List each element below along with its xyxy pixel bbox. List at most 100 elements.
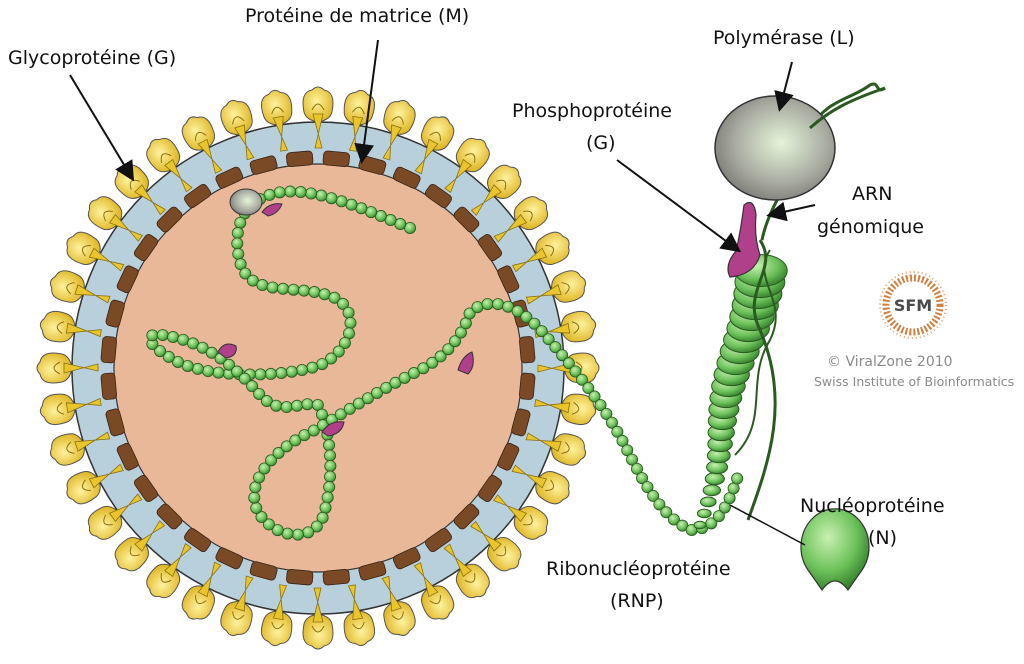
nucleoprotein-bead bbox=[146, 329, 159, 342]
nucleoprotein-bead bbox=[371, 387, 384, 400]
matrix-protein bbox=[133, 474, 158, 502]
nucleoprotein-bead bbox=[234, 216, 247, 229]
nucleoprotein-bead bbox=[297, 284, 310, 297]
nucleoprotein-bead bbox=[481, 298, 494, 311]
matrix-protein bbox=[286, 150, 314, 167]
nucleoprotein-bead bbox=[256, 279, 269, 292]
nucleoprotein-bead bbox=[328, 291, 341, 304]
matrix-protein bbox=[392, 166, 421, 189]
matrix-protein bbox=[116, 265, 139, 294]
glycoprotein-stalk bbox=[493, 214, 528, 243]
nucleoprotein-bead bbox=[310, 520, 323, 533]
matrix-protein bbox=[453, 503, 480, 530]
matrix-protein bbox=[519, 372, 536, 400]
nucleoprotein-bead bbox=[280, 440, 293, 453]
nucleoprotein-bead bbox=[616, 434, 629, 447]
glycoprotein-stalk bbox=[88, 247, 125, 272]
glycoprotein-stalk bbox=[63, 362, 99, 374]
inner-phosphoproteins bbox=[217, 203, 474, 437]
glycoprotein-stalk bbox=[534, 398, 571, 414]
label-rna-genomic: génomique bbox=[817, 216, 924, 238]
nucleoprotein-bead bbox=[594, 399, 607, 412]
matrix-protein bbox=[249, 561, 278, 581]
nucleoprotein-bead bbox=[264, 367, 277, 380]
glycoprotein-stalk bbox=[234, 124, 255, 161]
glycoprotein-stalk bbox=[382, 124, 402, 161]
helix-nucleoprotein bbox=[693, 520, 707, 530]
matrix-protein bbox=[322, 150, 350, 167]
nucleoprotein-bead bbox=[562, 357, 575, 370]
glycoprotein-stalk bbox=[312, 113, 324, 149]
helix-nucleoprotein bbox=[704, 472, 725, 486]
glycoprotein-stalk bbox=[272, 584, 288, 621]
glycoprotein-stalk bbox=[74, 284, 111, 304]
nucleoprotein-bead bbox=[296, 363, 309, 376]
nucleoprotein-bead bbox=[549, 341, 562, 354]
label-phosphoprotein: Phosphoprotéine bbox=[512, 100, 672, 122]
nucleoprotein-bead bbox=[156, 329, 169, 342]
nucleoprotein-bead bbox=[272, 447, 285, 460]
glycoprotein-stalk bbox=[134, 184, 166, 216]
nucleoprotein-bead bbox=[342, 306, 355, 319]
nucleoprotein-bead bbox=[621, 444, 634, 457]
nucleoprotein-bead bbox=[239, 267, 252, 280]
nucleoprotein-bead bbox=[254, 368, 267, 381]
nucleoprotein-bead bbox=[344, 316, 357, 329]
matrix-protein bbox=[184, 528, 212, 553]
nucleoprotein-bead bbox=[325, 352, 338, 365]
nucleoprotein-bead bbox=[324, 470, 337, 483]
nucleoprotein-bead bbox=[262, 518, 275, 531]
nucleoprotein-bead bbox=[630, 462, 643, 475]
nucleoprotein-bead bbox=[731, 472, 744, 485]
nucleoprotein-bead bbox=[238, 372, 251, 385]
nucleoprotein-bead bbox=[636, 472, 649, 485]
label-rna: ARN bbox=[852, 183, 892, 205]
matrix-protein bbox=[497, 442, 520, 471]
matrix-protein bbox=[249, 155, 278, 175]
nucleoprotein-bead bbox=[343, 402, 356, 415]
nucleoprotein-bead bbox=[171, 355, 184, 368]
glycoprotein-stalk bbox=[470, 520, 502, 552]
matrix-protein bbox=[478, 474, 503, 502]
nucleoprotein-bead bbox=[352, 397, 365, 410]
nucleoprotein-bead bbox=[345, 198, 358, 211]
matrix-protein bbox=[105, 299, 125, 328]
nucleoprotein-bead bbox=[289, 434, 302, 447]
matrix-protein bbox=[215, 166, 244, 189]
glycoprotein-stalk bbox=[164, 158, 193, 193]
glycoprotein-stalk bbox=[511, 464, 548, 489]
nucleoprotein-bead bbox=[275, 367, 288, 380]
glycoprotein-stalk bbox=[347, 584, 364, 621]
genomic-rna-strand-2 bbox=[734, 249, 777, 456]
nucleoprotein-bead bbox=[294, 186, 307, 199]
nucleoprotein-bead bbox=[231, 237, 244, 250]
nucleoprotein-bead bbox=[231, 365, 244, 378]
nucleoprotein-bead bbox=[307, 424, 320, 437]
matrix-protein bbox=[184, 183, 212, 208]
nucleoprotein-bead bbox=[252, 471, 265, 484]
nucleoprotein-bead bbox=[306, 361, 319, 374]
glycoprotein-stalk bbox=[65, 397, 102, 414]
nucleoprotein-bead bbox=[271, 524, 284, 537]
nucleoprotein-bead bbox=[246, 380, 259, 393]
glycoprotein-stalk bbox=[197, 561, 222, 598]
nucleoprotein-bead bbox=[285, 365, 298, 378]
institute-text: Swiss Institute of Bioinformatics bbox=[814, 374, 1014, 389]
matrix-protein bbox=[133, 234, 158, 262]
nucleoprotein-bead bbox=[315, 189, 328, 202]
label-glycoprotein: Glycoprotéine (G) bbox=[8, 47, 176, 69]
nucleoprotein-bead bbox=[712, 510, 725, 523]
nucleoprotein-bead bbox=[291, 399, 304, 412]
nucleoprotein-bead bbox=[332, 345, 345, 358]
nucleoprotein-N bbox=[800, 508, 870, 592]
nucleoprotein-bead bbox=[154, 345, 167, 358]
matrix-protein bbox=[497, 265, 520, 294]
matrix-protein bbox=[358, 561, 387, 581]
nucleoprotein-bead bbox=[556, 349, 569, 362]
nucleoprotein-bead bbox=[223, 358, 236, 371]
nucleoprotein-bead bbox=[196, 341, 209, 354]
nucleoprotein-bead bbox=[718, 501, 731, 514]
nucleoprotein-bead bbox=[647, 489, 660, 502]
